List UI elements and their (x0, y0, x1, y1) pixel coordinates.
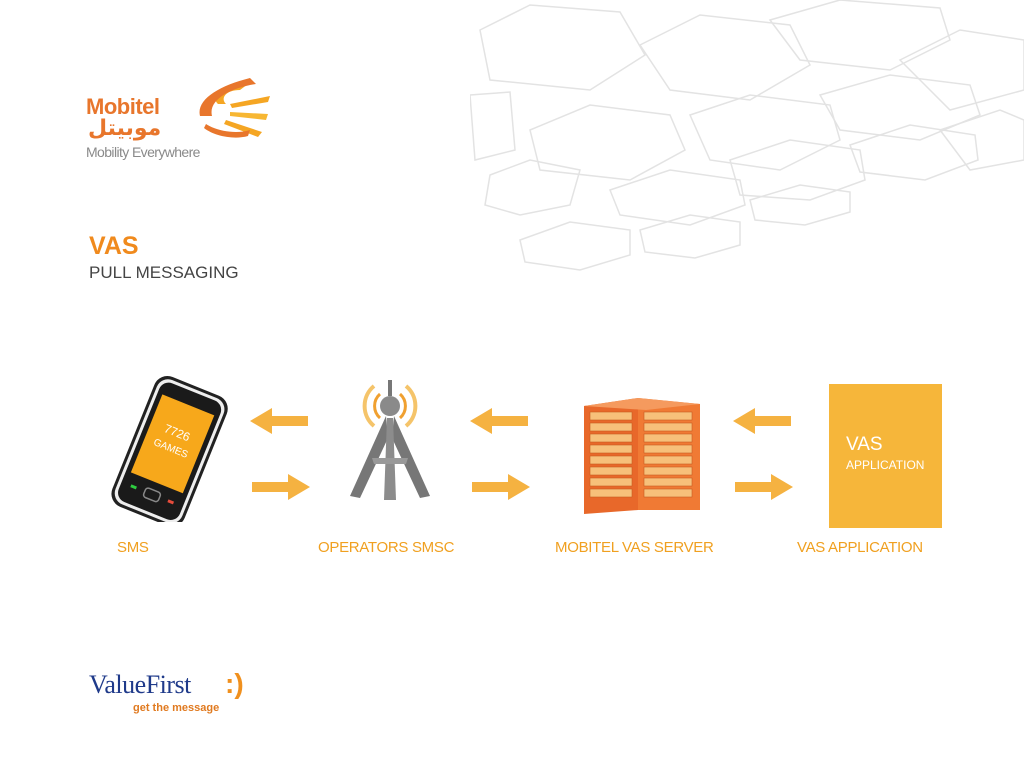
node-label-vas-application: VAS APPLICATION (797, 539, 923, 556)
server-rack-icon (584, 398, 700, 514)
mobitel-swoosh-icon (199, 78, 270, 138)
arrow-right-icon (735, 474, 793, 500)
vas-application-box: VAS APPLICATION (829, 384, 942, 528)
arrow-left-icon (250, 408, 308, 434)
node-label-operators-smsc: OPERATORS SMSC (318, 539, 455, 556)
node-label-sms: SMS (117, 539, 149, 556)
mobitel-tagline: Mobility Everywhere (86, 144, 200, 160)
mobitel-arabic-wordmark: موبيتل (88, 116, 162, 141)
arrow-right-icon (472, 474, 530, 500)
arrow-left-icon (470, 408, 528, 434)
vas-box-subtitle: APPLICATION (846, 458, 925, 472)
mobile-phone-icon: 7726 GAMES (111, 375, 228, 522)
node-label-mobitel-vas-server: MOBITEL VAS SERVER (555, 539, 714, 556)
vas-box-title: VAS (846, 434, 883, 455)
valuefirst-tagline: get the message (133, 702, 220, 714)
arrow-left-icon (733, 408, 791, 434)
slide-subtitle: PULL MESSAGING (89, 263, 239, 282)
antenna-tower-icon (350, 380, 430, 500)
valuefirst-wordmark: ValueFirst (89, 670, 191, 699)
mobitel-wordmark: Mobitel (86, 94, 160, 119)
mobitel-logo: Mobitel موبيتل Mobility Everywhere (86, 70, 286, 165)
hexagon-background-pattern (470, 0, 1024, 271)
slide-title: VAS (89, 232, 139, 260)
valuefirst-smiley: :) (225, 668, 244, 699)
valuefirst-logo: ValueFirst :) get the message (89, 668, 269, 718)
arrow-right-icon (252, 474, 310, 500)
